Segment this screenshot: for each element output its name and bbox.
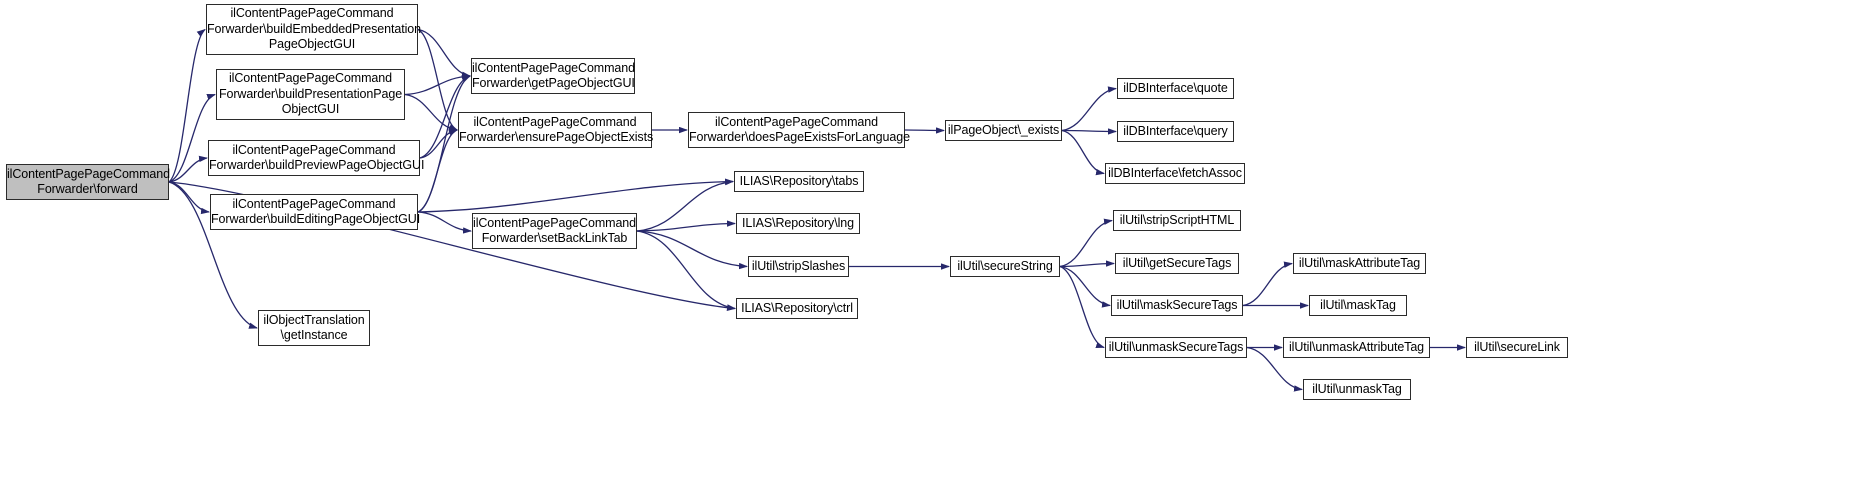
graph-node-query[interactable]: ilDBInterface\query <box>1117 121 1234 142</box>
graph-node-label: ilUtil\unmaskTag <box>1312 381 1402 396</box>
graph-node-_exists[interactable]: ilPageObject\_exists <box>945 120 1062 141</box>
graph-edge-secureString-to-maskSecureTags <box>1059 265 1111 308</box>
graph-edge-buildEmbeddedPresentationPageObjectGUI-to-getPageObjectGUI <box>417 28 471 78</box>
graph-node-buildEmbeddedPresentationPageObjectGUI[interactable]: ilContentPagePageCommand Forwarder\build… <box>206 4 421 55</box>
graph-node-label: ilDBInterface\quote <box>1123 80 1228 95</box>
graph-node-doesPageExistsForLanguage[interactable]: ilContentPagePageCommand Forwarder\doesP… <box>688 112 910 148</box>
graph-node-ctrl[interactable]: ILIAS\Repository\ctrl <box>736 298 858 319</box>
graph-edge-secureString-to-getSecureTags <box>1059 260 1115 268</box>
graph-node-getPageObjectGUI[interactable]: ilContentPagePageCommand Forwarder\getPa… <box>471 58 635 94</box>
graph-edge-setBackLinkTab-to-ctrl <box>636 230 736 311</box>
graph-node-label: ilUtil\secureLink <box>1474 339 1560 354</box>
graph-node-buildEditingPageObjectGUI[interactable]: ilContentPagePageCommand Forwarder\build… <box>210 194 421 230</box>
graph-node-maskAttributeTag[interactable]: ilUtil\maskAttributeTag <box>1293 253 1426 274</box>
graph-node-stripSlashes[interactable]: ilUtil\stripSlashes <box>748 256 849 277</box>
graph-edge-buildEmbeddedPresentationPageObjectGUI-to-ensurePageObjectExists <box>417 28 458 131</box>
graph-edge-secureString-to-stripScriptHTML <box>1059 218 1113 268</box>
graph-node-label: ilUtil\maskSecureTags <box>1116 297 1238 312</box>
graph-node-label: ilContentPagePageCommand Forwarder\build… <box>209 142 425 173</box>
graph-node-unmaskTag[interactable]: ilUtil\unmaskTag <box>1303 379 1411 400</box>
graph-edge-setBackLinkTab-to-stripSlashes <box>636 230 748 270</box>
graph-edge-buildEditingPageObjectGUI-to-tabs <box>417 178 734 213</box>
graph-node-unmaskAttributeTag[interactable]: ilUtil\unmaskAttributeTag <box>1283 337 1430 358</box>
graph-edge-secureString-to-unmaskSecureTags <box>1059 265 1105 349</box>
graph-node-forward[interactable]: ilContentPagePageCommand Forwarder\forwa… <box>6 164 170 200</box>
graph-edge-buildEditingPageObjectGUI-to-setBackLinkTab <box>417 211 472 234</box>
graph-node-secureLink[interactable]: ilUtil\secureLink <box>1466 337 1568 358</box>
graph-node-getInstance[interactable]: ilObjectTranslation \getInstance <box>258 310 370 346</box>
graph-node-label: ILIAS\Repository\tabs <box>739 173 859 188</box>
graph-edge-maskSecureTags-to-maskAttributeTag <box>1242 261 1293 307</box>
graph-node-label: ilDBInterface\query <box>1123 123 1228 138</box>
graph-edge-forward-to-buildEditingPageObjectGUI <box>168 181 210 215</box>
graph-node-label: ilContentPagePageCommand Forwarder\build… <box>207 6 421 52</box>
graph-node-label: ilDBInterface\fetchAssoc <box>1108 165 1242 180</box>
graph-node-label: ilContentPagePageCommand Forwarder\ensur… <box>459 114 654 145</box>
graph-edge-doesPageExistsForLanguage-to-_exists <box>904 127 945 134</box>
graph-node-quote[interactable]: ilDBInterface\quote <box>1117 78 1234 99</box>
graph-node-buildPreviewPageObjectGUI[interactable]: ilContentPagePageCommand Forwarder\build… <box>208 140 425 176</box>
graph-edge-setBackLinkTab-to-tabs <box>636 179 734 232</box>
graph-node-label: ilUtil\unmaskAttributeTag <box>1288 339 1425 354</box>
graph-node-buildPresentationPageObjectGUI[interactable]: ilContentPagePageCommand Forwarder\build… <box>216 69 405 120</box>
graph-node-tabs[interactable]: ILIAS\Repository\tabs <box>734 171 864 192</box>
graph-node-label: ilUtil\getSecureTags <box>1122 255 1232 270</box>
graph-node-label: ilContentPagePageCommand Forwarder\setBa… <box>473 215 636 246</box>
graph-node-label: ilUtil\unmaskSecureTags <box>1108 339 1244 354</box>
graph-node-lng[interactable]: ILIAS\Repository\lng <box>736 213 860 234</box>
graph-node-label: ilContentPagePageCommand Forwarder\build… <box>211 196 421 227</box>
graph-node-label: ilUtil\secureString <box>957 258 1053 273</box>
graph-node-stripScriptHTML[interactable]: ilUtil\stripScriptHTML <box>1113 210 1241 231</box>
graph-node-label: ilUtil\maskAttributeTag <box>1298 255 1421 270</box>
graph-node-label: ILIAS\Repository\ctrl <box>741 300 853 315</box>
graph-node-label: ilContentPagePageCommand Forwarder\build… <box>218 71 403 117</box>
graph-edge-buildPresentationPageObjectGUI-to-getPageObjectGUI <box>404 73 471 96</box>
graph-edge-buildPresentationPageObjectGUI-to-ensurePageObjectExists <box>404 93 458 133</box>
graph-node-label: ilUtil\stripSlashes <box>751 258 846 273</box>
graph-node-label: ilUtil\maskTag <box>1320 297 1396 312</box>
graph-node-label: ilUtil\stripScriptHTML <box>1119 212 1235 227</box>
graph-node-secureString[interactable]: ilUtil\secureString <box>950 256 1060 277</box>
graph-node-getSecureTags[interactable]: ilUtil\getSecureTags <box>1115 253 1239 274</box>
graph-edge-forward-to-buildEmbeddedPresentationPageObjectGUI <box>168 28 206 183</box>
graph-node-label: ilPageObject\_exists <box>947 122 1060 137</box>
graph-node-label: ilContentPagePageCommand Forwarder\doesP… <box>689 114 910 145</box>
graph-edge-_exists-to-query <box>1061 128 1117 135</box>
graph-node-unmaskSecureTags[interactable]: ilUtil\unmaskSecureTags <box>1105 337 1247 358</box>
graph-node-label: ILIAS\Repository\lng <box>742 215 854 230</box>
graph-node-label: ilObjectTranslation \getInstance <box>263 312 365 343</box>
graph-node-label: ilContentPagePageCommand Forwarder\getPa… <box>472 60 635 91</box>
graph-node-setBackLinkTab[interactable]: ilContentPagePageCommand Forwarder\setBa… <box>472 213 637 249</box>
graph-edge-setBackLinkTab-to-lng <box>636 220 736 232</box>
graph-edge-_exists-to-fetchAssoc <box>1061 129 1105 176</box>
graph-node-maskTag[interactable]: ilUtil\maskTag <box>1309 295 1407 316</box>
graph-node-ensurePageObjectExists[interactable]: ilContentPagePageCommand Forwarder\ensur… <box>458 112 654 148</box>
graph-node-fetchAssoc[interactable]: ilDBInterface\fetchAssoc <box>1105 163 1245 184</box>
graph-node-maskSecureTags[interactable]: ilUtil\maskSecureTags <box>1111 295 1243 316</box>
graph-edge-forward-to-buildPreviewPageObjectGUI <box>168 155 208 183</box>
graph-node-label: ilContentPagePageCommand Forwarder\forwa… <box>7 166 170 197</box>
graph-edge-buildPreviewPageObjectGUI-to-ensurePageObjectExists <box>419 127 458 159</box>
graph-edge-_exists-to-quote <box>1061 86 1117 132</box>
